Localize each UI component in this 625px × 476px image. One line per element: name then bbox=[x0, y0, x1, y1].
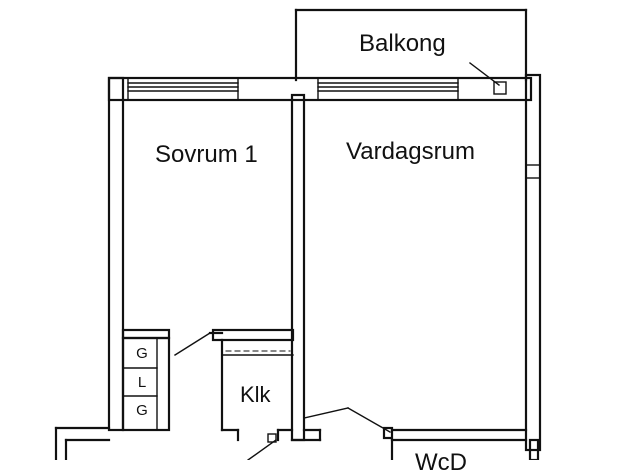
bedroom-door bbox=[174, 331, 224, 356]
closet-label-1: G bbox=[136, 345, 148, 362]
bathroom-label: WcD bbox=[415, 449, 467, 476]
balcony-label: Balkong bbox=[359, 30, 446, 57]
balcony-outline bbox=[294, 8, 528, 82]
closet-stack bbox=[121, 328, 171, 432]
lower-walls bbox=[54, 407, 540, 460]
floor-plan bbox=[54, 8, 542, 460]
bedroom-label: Sovrum 1 bbox=[155, 141, 258, 168]
closet-label-3: G bbox=[136, 402, 148, 419]
klk-room bbox=[211, 328, 295, 442]
balcony-door bbox=[469, 62, 507, 95]
left-wall bbox=[107, 76, 125, 432]
klk-label: Klk bbox=[240, 382, 271, 407]
living-room-label: Vardagsrum bbox=[346, 138, 475, 165]
top-wall bbox=[107, 76, 533, 102]
partition-wall bbox=[290, 93, 306, 442]
closet-label-2: L bbox=[137, 374, 147, 391]
right-wall bbox=[524, 73, 542, 452]
